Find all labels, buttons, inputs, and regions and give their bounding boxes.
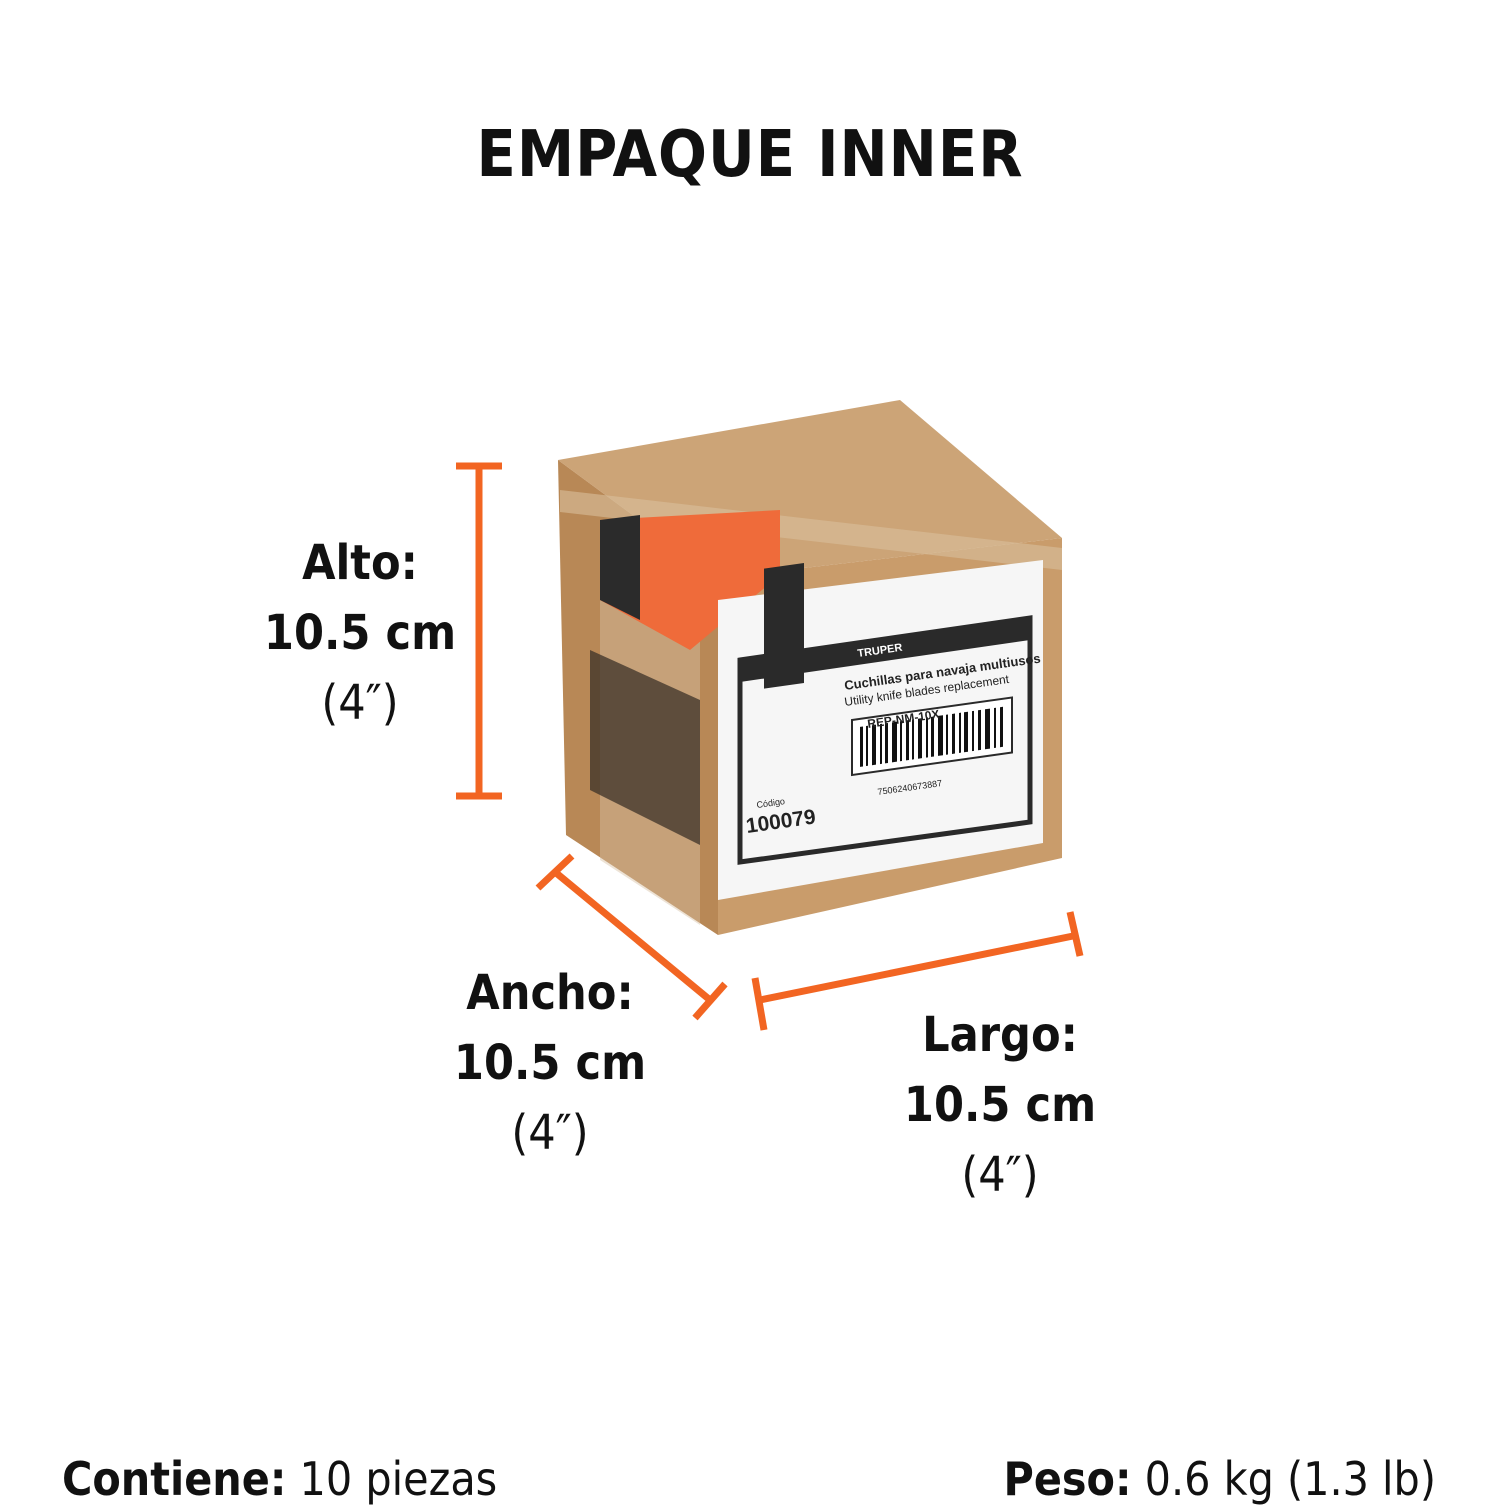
length-label: Largo:	[922, 1007, 1078, 1063]
length-dimension-cap-end	[1066, 911, 1084, 957]
width-annotation: Ancho: 10.5 cm (4″)	[430, 958, 670, 1168]
height-in: (4″)	[321, 675, 399, 731]
width-dimension-cap-start	[535, 853, 575, 891]
height-cm: 10.5 cm	[263, 605, 457, 661]
height-annotation: Alto: 10.5 cm (4″)	[240, 528, 480, 738]
important-sticker	[600, 510, 780, 650]
length-in: (4″)	[961, 1147, 1039, 1203]
weight-info: Peso: 0.6 kg (1.3 lb)	[1004, 1452, 1437, 1506]
length-dimension-line	[759, 931, 1079, 1004]
width-dimension-cap-end	[692, 981, 728, 1021]
box-left-print	[590, 650, 700, 845]
packing-tape	[560, 490, 1062, 570]
width-label: Ancho:	[466, 965, 634, 1021]
important-sticker-dark	[600, 515, 640, 620]
weight-value: 0.6 kg (1.3 lb)	[1131, 1452, 1436, 1506]
contents-info: Contiene: 10 piezas	[62, 1452, 497, 1506]
length-cm: 10.5 cm	[903, 1077, 1097, 1133]
length-dimension-cap-start	[751, 977, 768, 1031]
height-label: Alto:	[302, 535, 418, 591]
contents-value: 10 piezas	[286, 1452, 498, 1506]
width-in: (4″)	[511, 1105, 589, 1161]
blade-icon	[764, 563, 804, 689]
width-dimension-line	[552, 869, 713, 1003]
label-codigo: Código	[756, 796, 786, 810]
product-label-inner	[737, 615, 1033, 865]
width-cm: 10.5 cm	[453, 1035, 647, 1091]
product-label-header	[740, 618, 1030, 682]
page-title: EMPAQUE INNER	[476, 118, 1024, 192]
weight-label: Peso:	[1003, 1452, 1132, 1506]
length-annotation: Largo: 10.5 cm (4″)	[880, 1000, 1120, 1210]
contents-label: Contiene:	[62, 1452, 287, 1506]
barcode-icon	[851, 696, 1013, 777]
